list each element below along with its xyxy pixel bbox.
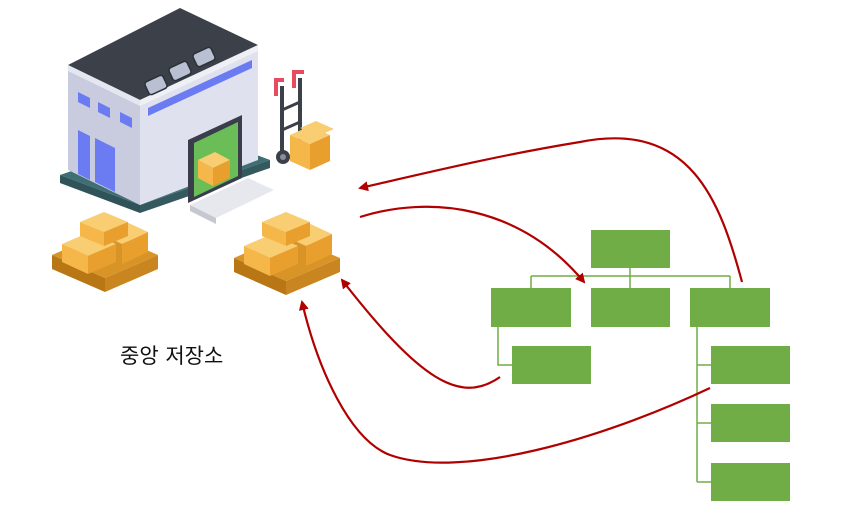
org-chart-connectors <box>497 268 731 483</box>
arrow-rightsub-to-pallet <box>298 300 711 464</box>
pallet-left-illustration <box>52 212 158 292</box>
org-box-child-right <box>690 288 770 327</box>
arrow-leftsub-to-pallet <box>340 278 501 389</box>
org-box-child-left <box>491 288 571 327</box>
org-box-right-sub-1 <box>711 346 790 384</box>
arrow-warehouse-to-chart <box>359 205 586 284</box>
org-chart <box>491 230 790 501</box>
org-box-child-middle <box>591 288 670 327</box>
pallet-right-illustration <box>234 212 340 295</box>
org-box-left-sub-1 <box>512 346 591 384</box>
org-box-right-sub-3 <box>711 463 790 501</box>
org-box-root <box>591 230 670 268</box>
arrow-chart-to-warehouse <box>358 137 744 283</box>
org-box-right-sub-2 <box>711 404 790 442</box>
flow-arrows <box>298 137 744 464</box>
central-storage-label: 중앙 저장소 <box>120 344 224 368</box>
hand-truck-illustration <box>274 70 334 170</box>
warehouse-illustration <box>60 8 274 224</box>
